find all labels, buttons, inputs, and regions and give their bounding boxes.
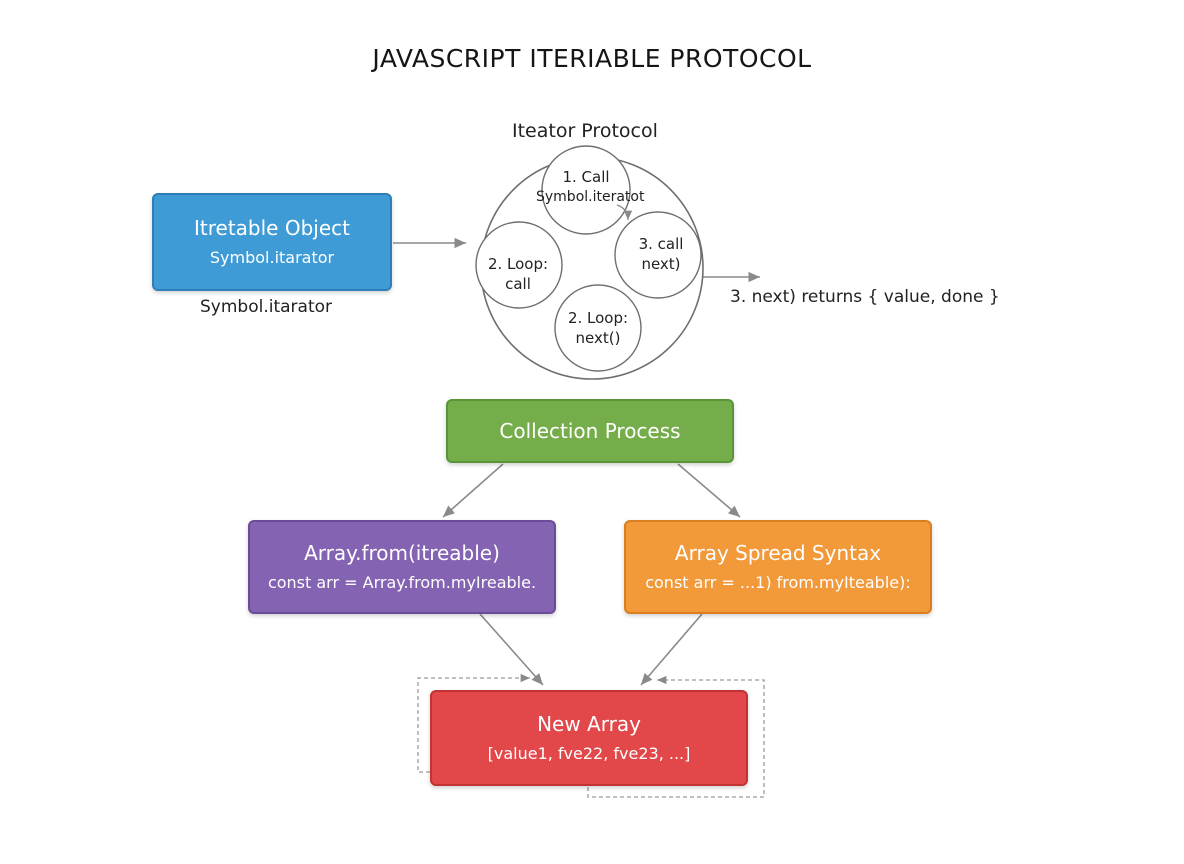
step-next-call-line1: 3. call xyxy=(638,235,684,253)
new-array-value: [value1, fve22, fve23, ...] xyxy=(487,744,691,763)
step-next-call-line2: next) xyxy=(641,255,681,273)
array-spread-code: const arr = ...1) from.myIteable): xyxy=(645,573,911,592)
step-next-call-circle xyxy=(614,211,702,299)
step-loop-next-circle xyxy=(554,284,642,372)
array-from-code: const arr = Array.from.myIreable. xyxy=(267,573,537,592)
array-spread-box: Array Spread Syntax const arr = ...1) fr… xyxy=(624,520,932,614)
dashed-loop-right xyxy=(587,675,765,798)
new-array-heading: New Array xyxy=(537,712,641,736)
step-loop-call-line2: call xyxy=(505,275,531,293)
iterable-object-heading: Itretable Object xyxy=(194,216,350,240)
array-spread-heading: Array Spread Syntax xyxy=(674,541,882,565)
next-returns-label: 3. next) returns { value, done } xyxy=(730,287,1000,307)
array-from-box: Array.from(itreable) const arr = Array.f… xyxy=(248,520,556,614)
iterable-object-box: Itretable Object Symbol.itarator xyxy=(152,193,392,291)
step-call-line2: Symbol.iteratot xyxy=(536,189,645,205)
step-call-label: 1. Call Symbol.iteratot xyxy=(536,167,645,207)
step-loop-next-line2: next() xyxy=(575,329,621,347)
step-call-circle xyxy=(541,145,631,235)
array-from-heading: Array.from(itreable) xyxy=(304,541,500,565)
new-array-box: New Array [value1, fve22, fve23, ...] xyxy=(430,690,748,786)
step-loop-call-circle xyxy=(475,221,563,309)
arrow-step1-to-step3 xyxy=(616,204,633,221)
step-loop-call-line1: 2. Loop: xyxy=(487,255,549,273)
collection-process-box: Collection Process xyxy=(446,399,734,463)
step-loop-next-label: 2. Loop: next() xyxy=(558,308,638,348)
step-loop-next-line1: 2. Loop: xyxy=(567,309,629,327)
step-call-line1: 1. Call xyxy=(562,168,610,186)
iterable-object-symbol: Symbol.itarator xyxy=(209,248,335,267)
arrow-collection-to-spread xyxy=(677,463,741,518)
iterator-protocol-heading: Iteator Protocol xyxy=(512,120,658,142)
arrow-spread-to-new-array xyxy=(640,613,703,686)
step-next-call-label: 3. call next) xyxy=(618,234,704,274)
dashed-loop-left xyxy=(417,673,530,773)
arrow-collection-to-from xyxy=(442,463,504,518)
diagram-title: JAVASCRIPT ITERIABLE PROTOCOL xyxy=(372,44,812,73)
step-loop-call-label: 2. Loop: call xyxy=(478,254,558,294)
iterable-object-caption: Symbol.itarator xyxy=(200,297,332,317)
collection-process-heading: Collection Process xyxy=(499,419,681,443)
arrow-from-to-new-array xyxy=(479,613,544,686)
